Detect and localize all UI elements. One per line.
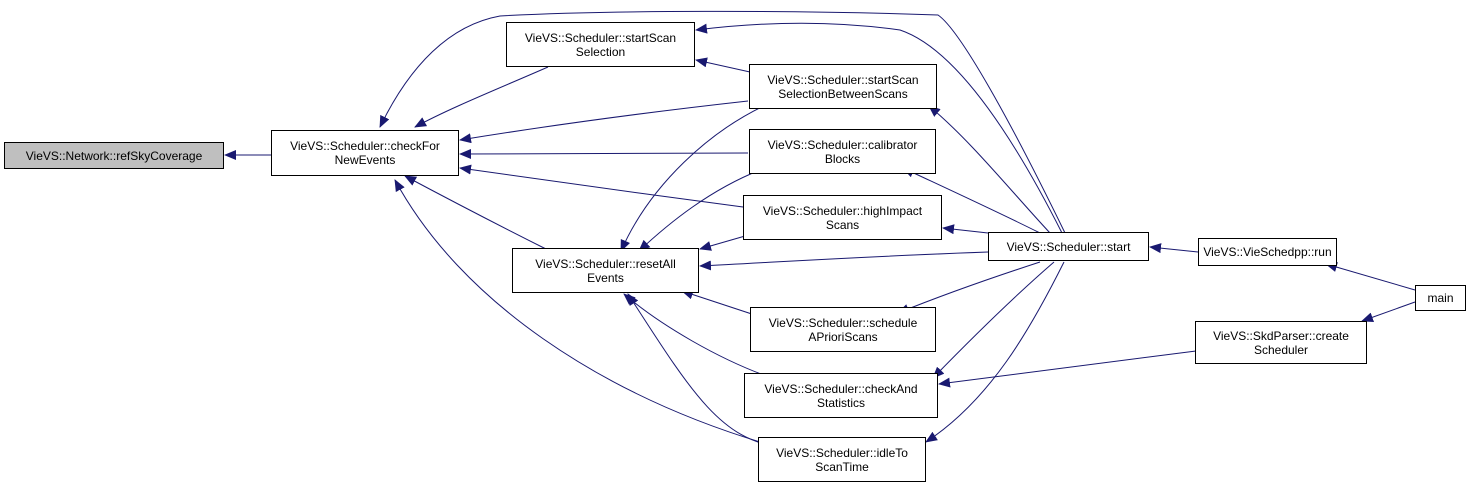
node-label: ScanTime bbox=[815, 459, 869, 474]
node-network-refskycoverage: VieVS::Network::refSkyCoverage bbox=[4, 142, 224, 169]
node-label: VieVS::Scheduler::calibrator bbox=[767, 137, 918, 152]
edge-start-to-between bbox=[928, 105, 1051, 234]
edge-start-to-checkand bbox=[932, 261, 1055, 379]
node-main[interactable]: main bbox=[1415, 285, 1466, 311]
node-scheduler-start[interactable]: VieVS::Scheduler::start bbox=[988, 232, 1149, 261]
node-label: VieVS::Scheduler::startScan bbox=[767, 72, 919, 87]
edge-calib-to-reset bbox=[638, 169, 761, 252]
edge-main-to-createsched bbox=[1361, 301, 1416, 322]
node-label: SelectionBetweenScans bbox=[778, 86, 908, 101]
node-label: APrioriScans bbox=[808, 329, 878, 344]
edge-start-to-apriori bbox=[897, 261, 1041, 314]
edge-start-to-reset bbox=[699, 251, 989, 271]
node-label: VieVS::Scheduler::resetAll bbox=[535, 256, 676, 271]
edge-start-to-idle bbox=[925, 261, 1065, 443]
node-vieschedpp-run[interactable]: VieVS::VieSchedpp::run bbox=[1198, 238, 1337, 266]
edge-start-to-calib bbox=[902, 167, 1041, 234]
node-label: VieVS::Scheduler::checkFor bbox=[290, 139, 440, 153]
node-label: VieVS::Scheduler::start bbox=[1006, 239, 1131, 254]
node-label: main bbox=[1427, 291, 1454, 305]
node-label: VieVS::SkdParser::create bbox=[1213, 328, 1349, 343]
edge-startscansel-to-checkfor bbox=[414, 66, 549, 128]
edge-run-to-start bbox=[1149, 243, 1199, 254]
node-label: Scheduler bbox=[1253, 342, 1309, 357]
node-label: Events bbox=[587, 270, 624, 285]
node-label: VieVS::Scheduler::schedule bbox=[768, 315, 918, 330]
node-label: VieVS::VieSchedpp::run bbox=[1203, 245, 1332, 259]
node-label: VieVS::Scheduler::idleTo bbox=[776, 445, 908, 460]
edge-reset-to-checkfor bbox=[404, 175, 549, 251]
edge-between-to-startscansel bbox=[695, 57, 751, 73]
edge-calib-to-checkfor bbox=[459, 148, 749, 159]
node-label: VieVS::Scheduler::checkAnd bbox=[764, 381, 918, 396]
node-label: Blocks bbox=[824, 151, 861, 166]
node-label: NewEvents bbox=[334, 153, 396, 167]
node-label: VieVS::Scheduler::startScan bbox=[524, 30, 677, 45]
edge-createsched-to-checkand bbox=[938, 350, 1197, 388]
edge-between-to-reset bbox=[620, 102, 771, 252]
edge-start-to-highimpact bbox=[942, 224, 989, 235]
edge-start-to-checkfor bbox=[379, 10, 1066, 234]
node-label: Selection bbox=[575, 44, 626, 59]
node-label: VieVS::Scheduler::highImpact bbox=[762, 203, 923, 218]
edge-idle-to-checkfor bbox=[394, 179, 771, 446]
edge-between-to-checkfor bbox=[459, 100, 749, 144]
edge-start-to-startscansel bbox=[695, 22, 1063, 234]
node-label: Scans bbox=[825, 217, 860, 232]
edge-main-to-run bbox=[1325, 262, 1416, 291]
edge-highimpact-to-checkfor bbox=[459, 164, 744, 208]
node-label: VieVS::Network::refSkyCoverage bbox=[25, 148, 203, 163]
node-label: Statistics bbox=[816, 395, 865, 410]
